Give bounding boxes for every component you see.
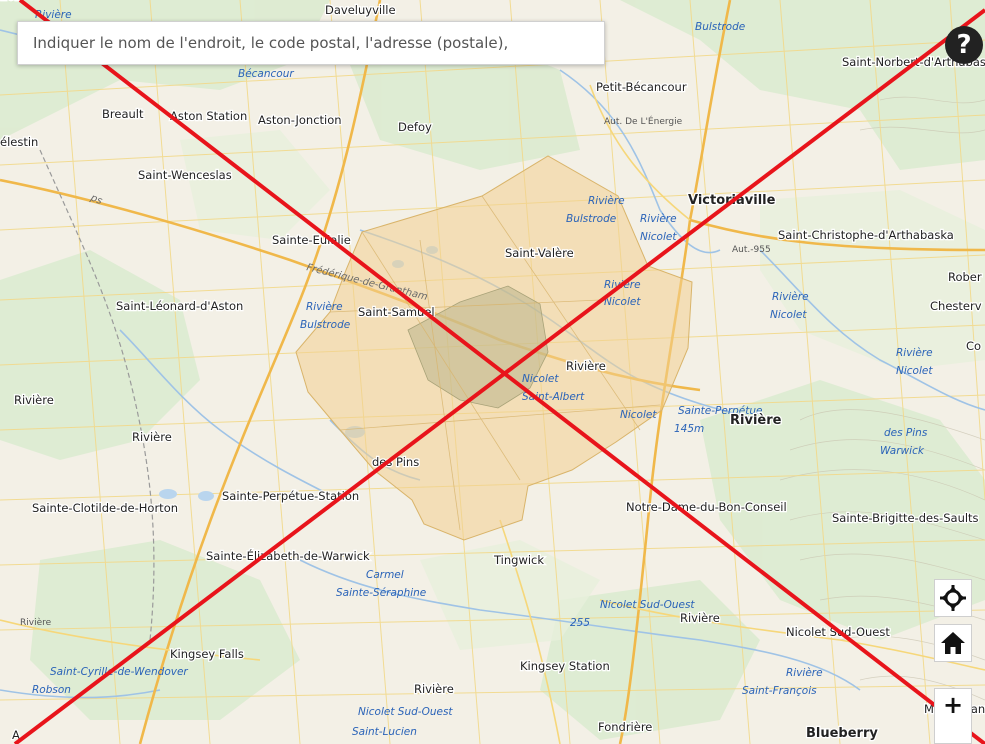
map-label: 161 [0, 0, 22, 3]
map-label: Nicolet Sud-Ouest [358, 706, 453, 718]
map-label: Sainte-Perpétue-Station [222, 489, 359, 503]
map-label: Saint-Wenceslas [138, 168, 232, 182]
map-label: Victoriaville [688, 193, 776, 208]
map-label: Sainte-Eulalie [272, 233, 351, 247]
map-label: Notre-Dame-du-Bon-Conseil [626, 500, 787, 514]
map-label: Rivière [588, 195, 625, 207]
question-icon: ? [956, 30, 972, 60]
map-label: Rivière [132, 430, 172, 444]
map-label: Kingsey Falls [170, 647, 244, 661]
map-label: Petit-Bécancour [596, 80, 687, 94]
map-label: Robson [32, 684, 71, 696]
map-label: Saint-Albert [522, 391, 585, 403]
map-label: Rivière [772, 291, 809, 303]
map-label: Kingsey Station [520, 659, 610, 673]
map-label: Nicolet Sud-Ouest [600, 599, 695, 611]
map-label: Saint-François [742, 685, 817, 697]
map-label: Defoy [398, 120, 432, 134]
map-label: Nicolet Sud-Ouest [786, 625, 890, 639]
map-label: Saint-Cyrille-de-Wendover [50, 666, 188, 678]
map-label: Bulstrode [695, 21, 745, 33]
map-label: Rivière [604, 279, 641, 291]
map-label: Rivière [20, 617, 52, 628]
map-label: Rivière [640, 213, 677, 225]
locate-button[interactable] [934, 579, 972, 617]
map-label: Rober [948, 270, 982, 284]
map-label: Saint-Christophe-d'Arthabaska [778, 228, 954, 242]
map-label: Nicolet [620, 409, 657, 421]
map-label: Nicolet [522, 373, 559, 385]
map-label: élestin [0, 135, 38, 149]
map-label: Aut. De L'Énergie [604, 115, 683, 127]
map-label: Chesterv [930, 299, 982, 313]
map-label: Saint-Valère [505, 246, 574, 260]
map-label: Sainte-Brigitte-des-Saults [832, 511, 979, 525]
map-label: Nicolet [770, 309, 807, 321]
map-label: Sainte-Séraphine [336, 587, 426, 599]
map-label: Tingwick [493, 553, 544, 567]
map-label: Saint-Lucien [352, 726, 417, 738]
home-button[interactable] [934, 624, 972, 662]
map-label: Rivière [730, 413, 782, 428]
map-label: Rivière [35, 9, 72, 21]
map-label: Rivière [786, 667, 823, 679]
map-label: A [12, 728, 20, 742]
map-label: Bulstrode [566, 213, 616, 225]
home-icon [941, 632, 965, 654]
map-label: Nicolet [896, 365, 933, 377]
map-label: des Pins [884, 427, 928, 439]
map-label: Nicolet [640, 231, 677, 243]
help-button[interactable]: ? [945, 26, 983, 64]
map-label: Rivière [306, 301, 343, 313]
zoom-in-button[interactable]: + [934, 688, 972, 744]
map-label: Fondrière [598, 720, 652, 734]
map-label: Carmel [366, 569, 404, 581]
map-label: Nicolet [604, 296, 641, 308]
map-label: Sainte-Élizabeth-de-Warwick [206, 548, 370, 563]
map-label: Rivière [896, 347, 933, 359]
search-box [17, 21, 605, 65]
map-label: Aston Station [170, 109, 247, 123]
map-label: Rivière [414, 682, 454, 696]
map-label: Rivière [566, 359, 606, 373]
map-label: Rivière [14, 393, 54, 407]
map-label: Daveluyville [325, 3, 396, 17]
map-label: Rivière [680, 611, 720, 625]
map-label: des Pins [372, 455, 419, 469]
map-label: Breault [102, 107, 144, 121]
crosshair-icon [940, 585, 966, 611]
map-label: Bulstrode [300, 319, 350, 331]
plus-icon: + [942, 691, 964, 719]
map-label: Co [966, 339, 981, 353]
map-label: 255 [570, 617, 590, 629]
search-input[interactable] [18, 22, 604, 64]
map-label: Sainte-Clotilde-de-Horton [32, 501, 178, 515]
map-label: Saint-Léonard-d'Aston [116, 299, 243, 313]
map-label: 145m [674, 423, 704, 435]
map-label: Bécancour [238, 68, 294, 80]
map-label: 162 [0, 0, 22, 3]
map-label: Blueberry [806, 726, 878, 741]
map-label: Saint-Samuel [358, 305, 435, 319]
map-label: Warwick [880, 445, 925, 457]
map-label: Aut.-955 [732, 245, 771, 255]
map-label: Aston-Jonction [258, 113, 342, 127]
